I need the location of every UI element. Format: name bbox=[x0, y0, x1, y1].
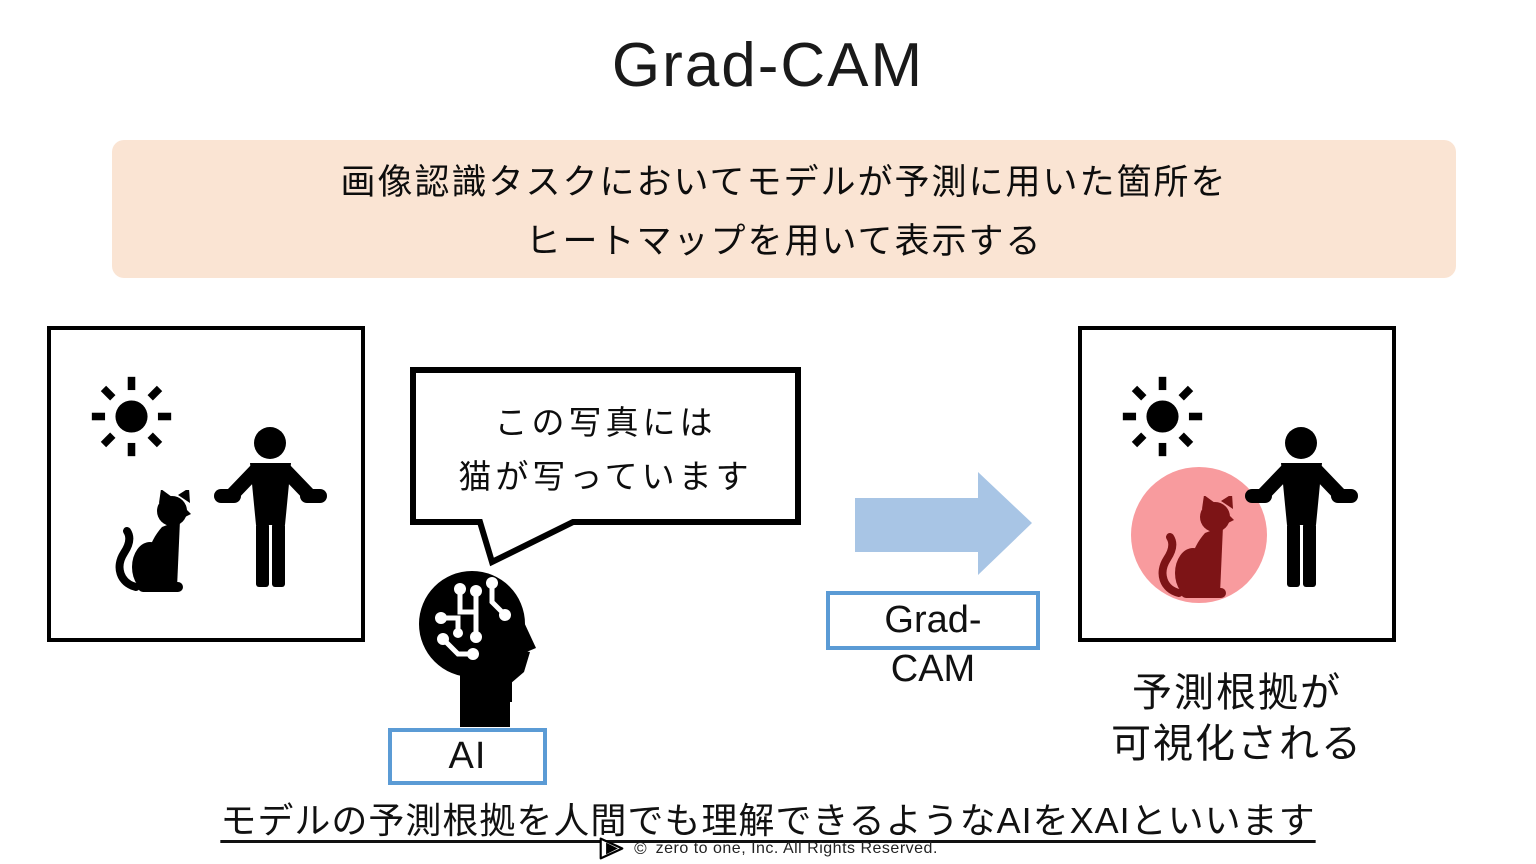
input-image-frame bbox=[47, 326, 365, 642]
description-line-2: ヒートマップを用いて表示する bbox=[525, 222, 1043, 261]
gradcam-label-line-2: CAM bbox=[890, 648, 976, 690]
output-image-frame bbox=[1078, 326, 1396, 642]
speech-bubble-text: この写真には 猫が写っています bbox=[408, 372, 803, 522]
gradcam-label-box: Grad- bbox=[826, 591, 1040, 650]
gradcam-label-line-1: Grad- bbox=[884, 599, 982, 641]
bottom-note: モデルの予測根拠を人間でも理解できるようなAIをXAIといいます bbox=[220, 800, 1316, 841]
footer: © zero to one, Inc. All Rights Reserved. bbox=[0, 836, 1536, 861]
output-caption-line-2: 可視化される bbox=[1111, 722, 1363, 766]
person-icon bbox=[214, 426, 327, 587]
description-line-1: 画像認識タスクにおいてモデルが予測に用いた箇所を bbox=[340, 163, 1228, 202]
copyright-symbol: © bbox=[634, 838, 647, 858]
description-box: 画像認識タスクにおいてモデルが予測に用いた箇所を ヒートマップを用いて表示する bbox=[112, 140, 1456, 278]
page-title: Grad-CAM bbox=[611, 31, 925, 100]
footer-text: zero to one, Inc. All Rights Reserved. bbox=[655, 839, 938, 857]
play-triangle-icon bbox=[599, 837, 624, 860]
output-caption-line-1: 予測根拠が bbox=[1132, 671, 1342, 715]
right-arrow-icon bbox=[855, 472, 1032, 575]
ai-label: AI bbox=[448, 735, 487, 777]
ai-label-box: AI bbox=[388, 728, 547, 785]
speech-bubble bbox=[410, 367, 801, 567]
speech-bubble-line-1: この写真には bbox=[494, 404, 717, 441]
sun-icon bbox=[89, 374, 174, 459]
cat-icon bbox=[1158, 496, 1236, 598]
cat-icon bbox=[115, 490, 193, 592]
output-caption: 予測根拠が 可視化される bbox=[1078, 668, 1396, 770]
person-icon bbox=[1245, 426, 1358, 587]
ai-head-icon bbox=[413, 562, 545, 727]
sun-icon bbox=[1120, 374, 1205, 459]
speech-bubble-line-2: 猫が写っています bbox=[458, 458, 753, 495]
